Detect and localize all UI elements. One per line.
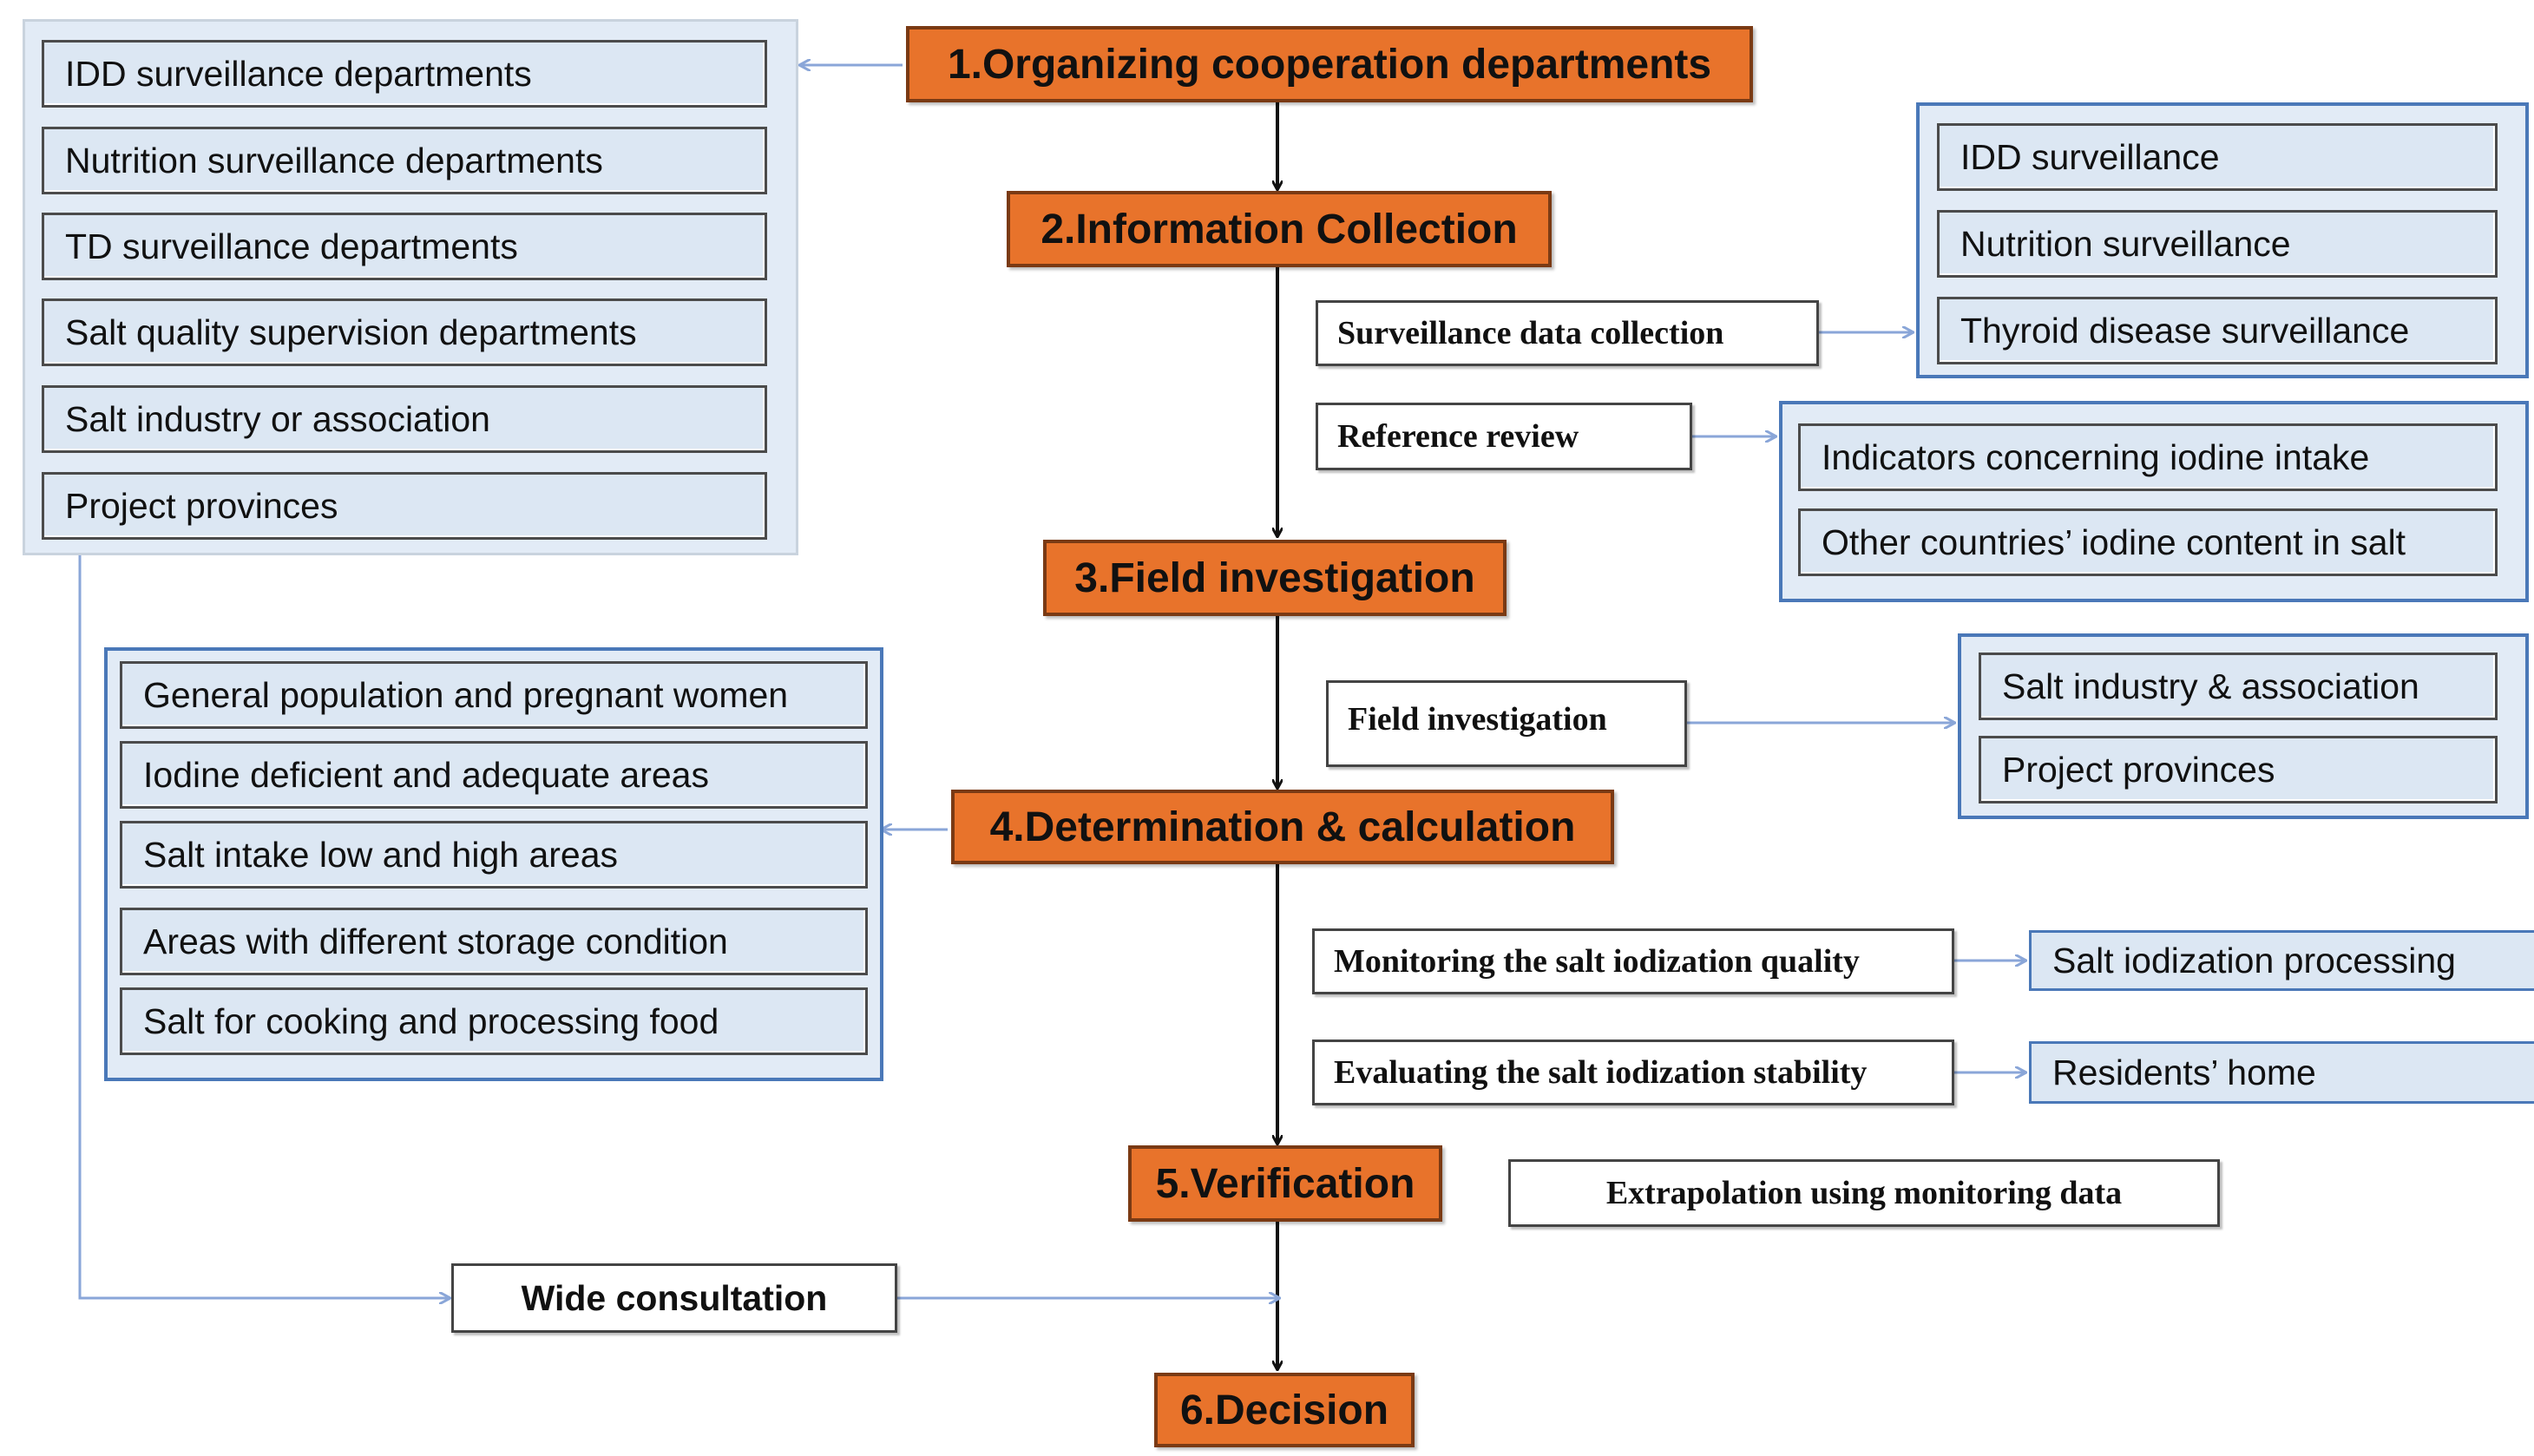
evaluating-stability-label: Evaluating the salt iodization stability bbox=[1312, 1040, 1954, 1105]
department-item: IDD surveillance departments bbox=[42, 40, 767, 108]
department-item: TD surveillance departments bbox=[42, 213, 767, 280]
reference-review-label: Reference review bbox=[1316, 403, 1692, 470]
step-5-verification: 5.Verification bbox=[1128, 1145, 1442, 1222]
extrapolation-label: Extrapolation using monitoring data bbox=[1508, 1159, 2220, 1227]
surveillance-item: Nutrition surveillance bbox=[1937, 210, 2498, 278]
determination-item: General population and pregnant women bbox=[120, 661, 868, 729]
arrow-departments-to-consultation bbox=[78, 555, 450, 1298]
step-6-decision: 6.Decision bbox=[1154, 1373, 1415, 1447]
wide-consultation-label: Wide consultation bbox=[451, 1263, 897, 1333]
step-3-field-investigation: 3.Field investigation bbox=[1043, 540, 1507, 616]
monitoring-quality-label: Monitoring the salt iodization quality bbox=[1312, 928, 1954, 994]
department-item: Nutrition surveillance departments bbox=[42, 127, 767, 194]
department-item: Salt industry or association bbox=[42, 385, 767, 453]
departments-panel bbox=[23, 19, 798, 555]
reference-item: Indicators concerning iodine intake bbox=[1798, 423, 2498, 491]
field-item: Project provinces bbox=[1979, 736, 2498, 803]
determination-item: Salt intake low and high areas bbox=[120, 821, 868, 889]
surveillance-item: IDD surveillance bbox=[1937, 123, 2498, 191]
field-investigation-label: Field investigation bbox=[1326, 680, 1687, 767]
surveillance-data-collection-label: Surveillance data collection bbox=[1316, 300, 1819, 366]
step-2-information-collection: 2.Information Collection bbox=[1007, 191, 1552, 267]
field-item: Salt industry & association bbox=[1979, 653, 2498, 720]
department-item: Project provinces bbox=[42, 472, 767, 540]
reference-item: Other countries’ iodine content in salt bbox=[1798, 508, 2498, 576]
determination-item: Iodine deficient and adequate areas bbox=[120, 741, 868, 809]
surveillance-item: Thyroid disease surveillance bbox=[1937, 297, 2498, 364]
department-item: Salt quality supervision departments bbox=[42, 298, 767, 366]
step-4-determination: 4.Determination & calculation bbox=[951, 790, 1614, 864]
stability-target-item: Residents’ home bbox=[2029, 1041, 2534, 1104]
quality-target-item: Salt iodization processing bbox=[2029, 930, 2534, 991]
determination-item: Salt for cooking and processing food bbox=[120, 987, 868, 1055]
step-1-organizing: 1.Organizing cooperation departments bbox=[906, 26, 1753, 102]
determination-item: Areas with different storage condition bbox=[120, 908, 868, 975]
